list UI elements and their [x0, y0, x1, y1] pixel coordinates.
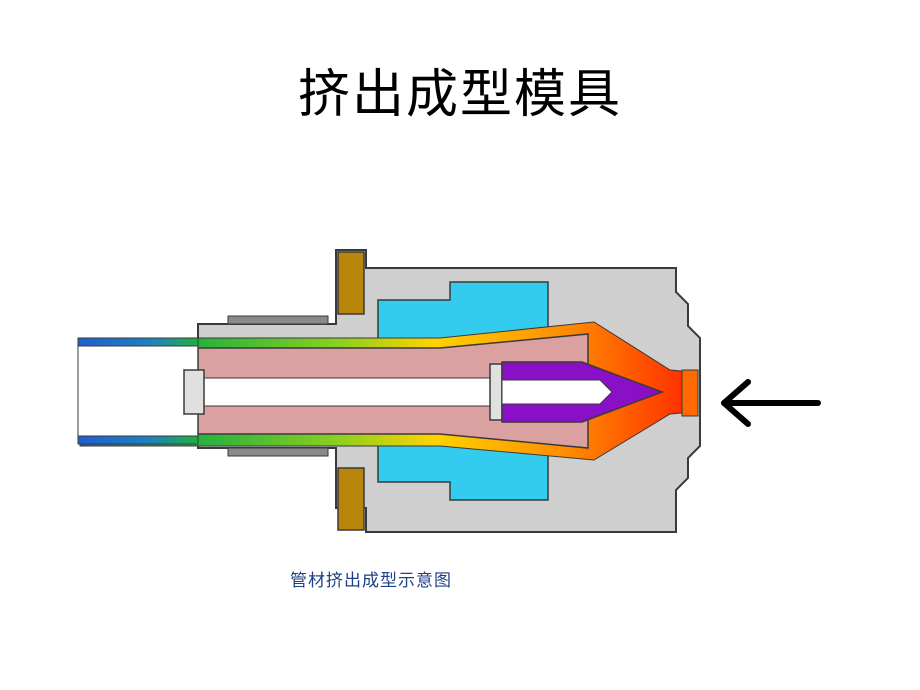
- lower-flange: [337, 467, 365, 531]
- pipe-bore: [77, 345, 199, 437]
- left-arrow-icon: [721, 379, 821, 427]
- feed-opening: [681, 369, 699, 417]
- bore-plug-left: [183, 369, 205, 415]
- pipe-wall-bottom: [77, 435, 199, 445]
- mandrel-bore: [199, 377, 501, 407]
- lower-heater-band: [227, 447, 329, 457]
- upper-heater-band: [227, 315, 329, 325]
- torpedo-inner-bore: [501, 379, 613, 405]
- diagram-caption: 管材挤出成型示意图: [290, 571, 452, 591]
- pipe-wall-top: [77, 337, 199, 347]
- upper-flange: [337, 251, 365, 315]
- bore-plug-right: [489, 363, 503, 421]
- slide-title: 挤出成型模具: [297, 65, 622, 125]
